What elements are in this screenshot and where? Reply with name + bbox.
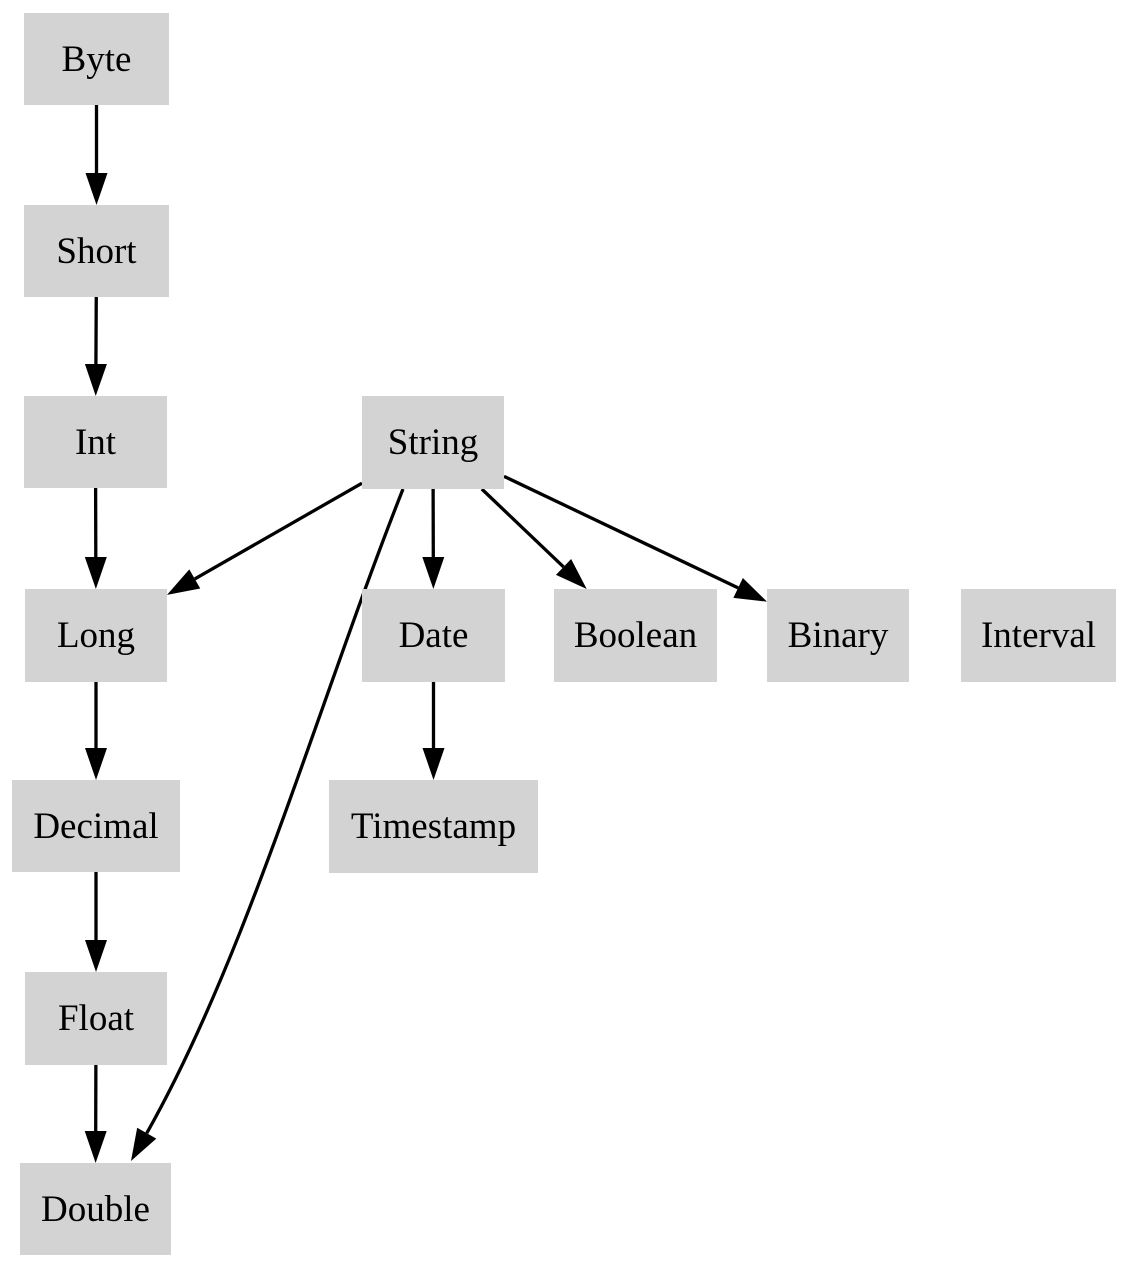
- node-short: Short: [24, 205, 169, 297]
- arrowhead-float-double: [84, 1130, 107, 1163]
- arrowhead-string-binary: [733, 577, 767, 602]
- arrowhead-int-long: [84, 556, 107, 589]
- node-long: Long: [25, 589, 167, 682]
- edge-string-double: [145, 488, 405, 1134]
- node-timestamp: Timestamp: [329, 780, 538, 873]
- arrowhead-long-decimal: [85, 748, 107, 780]
- node-double: Double: [20, 1163, 171, 1255]
- edge-string-long: [193, 481, 363, 581]
- edge-string-boolean: [480, 487, 565, 569]
- arrowhead-date-timestamp: [422, 748, 445, 780]
- node-binary: Binary: [767, 589, 909, 682]
- node-boolean: Boolean: [554, 589, 717, 682]
- node-decimal: Decimal: [12, 780, 180, 872]
- node-string: String: [362, 396, 504, 489]
- arrowhead-string-double: [130, 1127, 157, 1161]
- arrowhead-string-boolean: [555, 558, 587, 589]
- node-float: Float: [25, 972, 167, 1065]
- arrowhead-string-date: [422, 556, 445, 589]
- arrowhead-string-long: [167, 569, 201, 595]
- node-int: Int: [24, 396, 167, 488]
- node-interval: Interval: [961, 589, 1116, 682]
- node-date: Date: [362, 589, 505, 682]
- arrowhead-byte-short: [85, 173, 108, 205]
- edge-string-binary: [503, 474, 739, 590]
- arrowhead-decimal-float: [85, 940, 107, 972]
- arrowhead-short-int: [84, 363, 107, 396]
- node-byte: Byte: [24, 13, 169, 105]
